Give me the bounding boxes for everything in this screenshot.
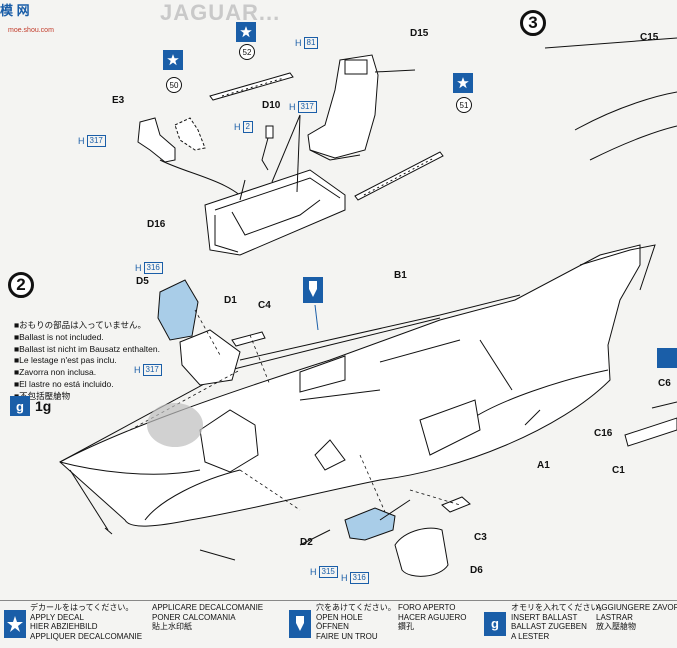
note-line: ■Zavorra non inclusa. — [14, 367, 97, 378]
part-d15-seat — [307, 54, 379, 161]
paint-code-box: 315 — [318, 566, 338, 578]
note-line: ■Ballast is not included. — [14, 331, 104, 342]
decal-number-51: 51 — [456, 97, 472, 113]
step-2-badge: 2 — [8, 272, 34, 298]
decal-icon-partial — [657, 348, 677, 368]
paint-code-box: 317 — [297, 101, 317, 113]
decal-50-outline — [174, 117, 206, 151]
insert-ballast-legend-icon: g — [484, 612, 506, 636]
legend-ballast-col5: オモリを入れてください。 INSERT BALLAST BALLAST ZUGE… — [511, 603, 607, 641]
part-d1 — [179, 329, 241, 386]
paint-code-box: 2 — [242, 121, 253, 133]
paint-code-box: 81 — [303, 37, 319, 49]
watermark-url: moe.shou.com — [8, 27, 54, 34]
label-d10: D10 — [262, 100, 281, 111]
open-hole-legend-icon — [289, 610, 311, 638]
part-e3 — [137, 117, 176, 163]
decal-star-icon-51 — [453, 73, 473, 93]
watermark-brand: 模 网 — [0, 3, 30, 18]
label-d5: D5 — [136, 276, 149, 287]
label-d1: D1 — [224, 295, 237, 306]
paint-code-box: 317 — [86, 135, 106, 147]
note-line: ■Le lestage n'est pas inclu. — [14, 355, 117, 366]
decal-star-icon-52 — [236, 22, 256, 42]
legend-bar — [0, 600, 677, 648]
ballast-g-glyph: g — [491, 616, 499, 631]
part-d6-intake — [394, 527, 449, 577]
paint-code-box: 316 — [143, 262, 163, 274]
apply-decal-icon — [4, 610, 26, 638]
legend-decal-col1: デカールをはってください。 APPLY DECAL HIER ABZIEHBIL… — [30, 603, 143, 641]
note-line: ■Ballast ist nicht im Bausatz enthalten. — [14, 343, 160, 354]
label-b1: B1 — [394, 270, 407, 281]
legend-ballast-col6: AGGIUNGERE ZAVORRA LASTRAR 放入壓艙物 — [596, 603, 677, 632]
part-d5-canopy — [157, 279, 199, 341]
ballast-note-list: ■おもりの部品は入っていません。 ■Ballast is not include… — [14, 320, 160, 403]
label-d15: D15 — [410, 28, 429, 39]
legend-hole-col4: FORO APERTO HACER AGUJERO 鑽孔 — [398, 603, 467, 632]
ballast-callout: g 1g — [10, 396, 51, 416]
label-c4: C4 — [258, 300, 271, 311]
decal-strip-51 — [354, 151, 444, 201]
label-e3: E3 — [112, 95, 125, 106]
part-d10-stick — [261, 125, 274, 171]
legend-hole-col3: 穴をあけてください。 OPEN HOLE ÖFFNEN FAIRE UN TRO… — [316, 603, 396, 641]
decal-number-50: 50 — [166, 77, 182, 93]
step-2-number: 2 — [16, 275, 26, 294]
note-line: ■おもりの部品は入っていません。 — [14, 320, 146, 330]
open-hole-icon — [303, 277, 323, 303]
note-line: ■El lastre no está incluido. — [14, 378, 114, 389]
label-a1: A1 — [537, 460, 550, 471]
decal-number-52: 52 — [239, 44, 255, 60]
label-d16: D16 — [147, 219, 166, 230]
label-c16: C16 — [594, 428, 613, 439]
part-c4 — [231, 331, 266, 347]
label-c3: C3 — [474, 532, 487, 543]
part-d2-panel — [344, 507, 396, 541]
label-d2: D2 — [300, 537, 313, 548]
label-c1: C1 — [612, 465, 625, 476]
faded-header: JAGUAR... — [160, 0, 281, 25]
step-3-number: 3 — [528, 13, 538, 32]
label-c15-top: C15 — [640, 32, 659, 43]
ballast-value: 1g — [35, 398, 52, 414]
paint-code-box: 317 — [142, 364, 162, 376]
cockpit-shade — [147, 403, 203, 447]
label-c6: C6 — [658, 378, 671, 389]
ballast-weight-icon: g — [10, 396, 30, 416]
note-line: ■不包括壓艙物 — [14, 390, 71, 401]
part-c16-c1 — [624, 417, 677, 447]
label-d6: D6 — [470, 565, 483, 576]
decal-strip-52 — [209, 72, 294, 101]
paint-code-box: 316 — [349, 572, 369, 584]
part-c3 — [441, 496, 471, 513]
step-3-badge: 3 — [520, 10, 546, 36]
decal-star-icon-50 — [163, 50, 183, 70]
part-interior-seat — [199, 409, 259, 473]
legend-decal-col2: APPLICARE DECALCOMANIE PONER CALCOMANIA … — [152, 603, 264, 632]
part-d16-tub — [204, 169, 346, 256]
